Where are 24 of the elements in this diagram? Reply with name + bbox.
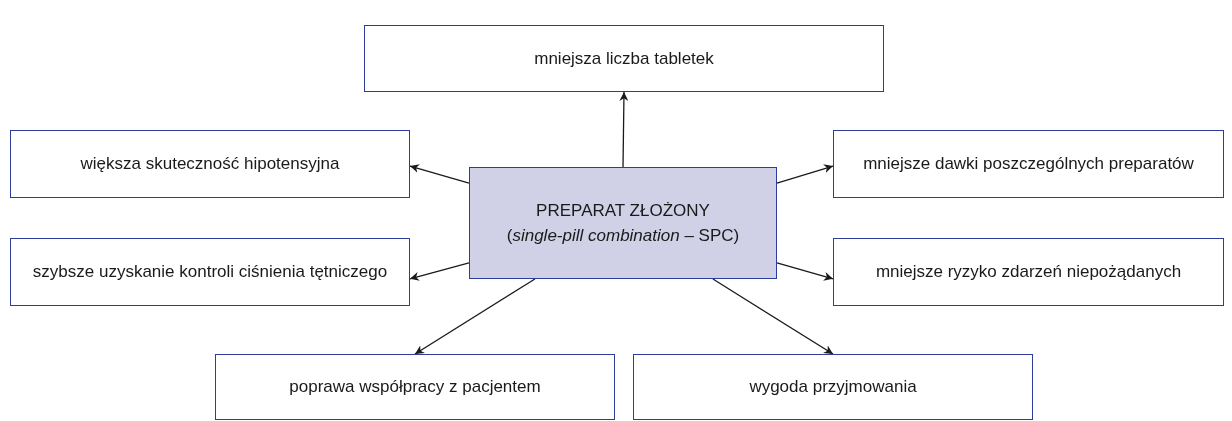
- box-title: PREPARAT ZŁOŻONY: [536, 199, 710, 222]
- box-text: (single-pill combination – SPC): [506, 225, 740, 247]
- arrow: [776, 164, 834, 184]
- box-text: wygoda przyjmowania: [749, 376, 917, 399]
- arrow: [619, 91, 629, 168]
- central-box: [469, 167, 777, 279]
- box-text: mniejsza liczba tabletek: [534, 47, 714, 70]
- arrow: [776, 262, 834, 281]
- box-text: mniejsze dawki poszczególnych preparatów: [863, 153, 1194, 176]
- box-text: szybsze uzyskanie kontroli ciśnienia tętniczego: [32, 261, 388, 284]
- box-text: poprawa współpracy z pacjentem: [289, 376, 541, 399]
- arrow: [409, 164, 470, 184]
- benefit-box: [833, 238, 1224, 306]
- arrow: [409, 262, 470, 281]
- benefit-box: [215, 354, 615, 420]
- box-text: mniejsze ryzyko zdarzeń niepożądanych: [875, 261, 1182, 284]
- benefit-box: [10, 130, 410, 198]
- box-text: większa skuteczność hipotensyjna: [80, 153, 340, 176]
- benefit-box: [364, 25, 884, 92]
- benefit-box: [833, 130, 1224, 198]
- arrow: [414, 278, 536, 355]
- benefit-box: [633, 354, 1033, 420]
- benefit-box: [10, 238, 410, 306]
- arrow: [712, 278, 834, 355]
